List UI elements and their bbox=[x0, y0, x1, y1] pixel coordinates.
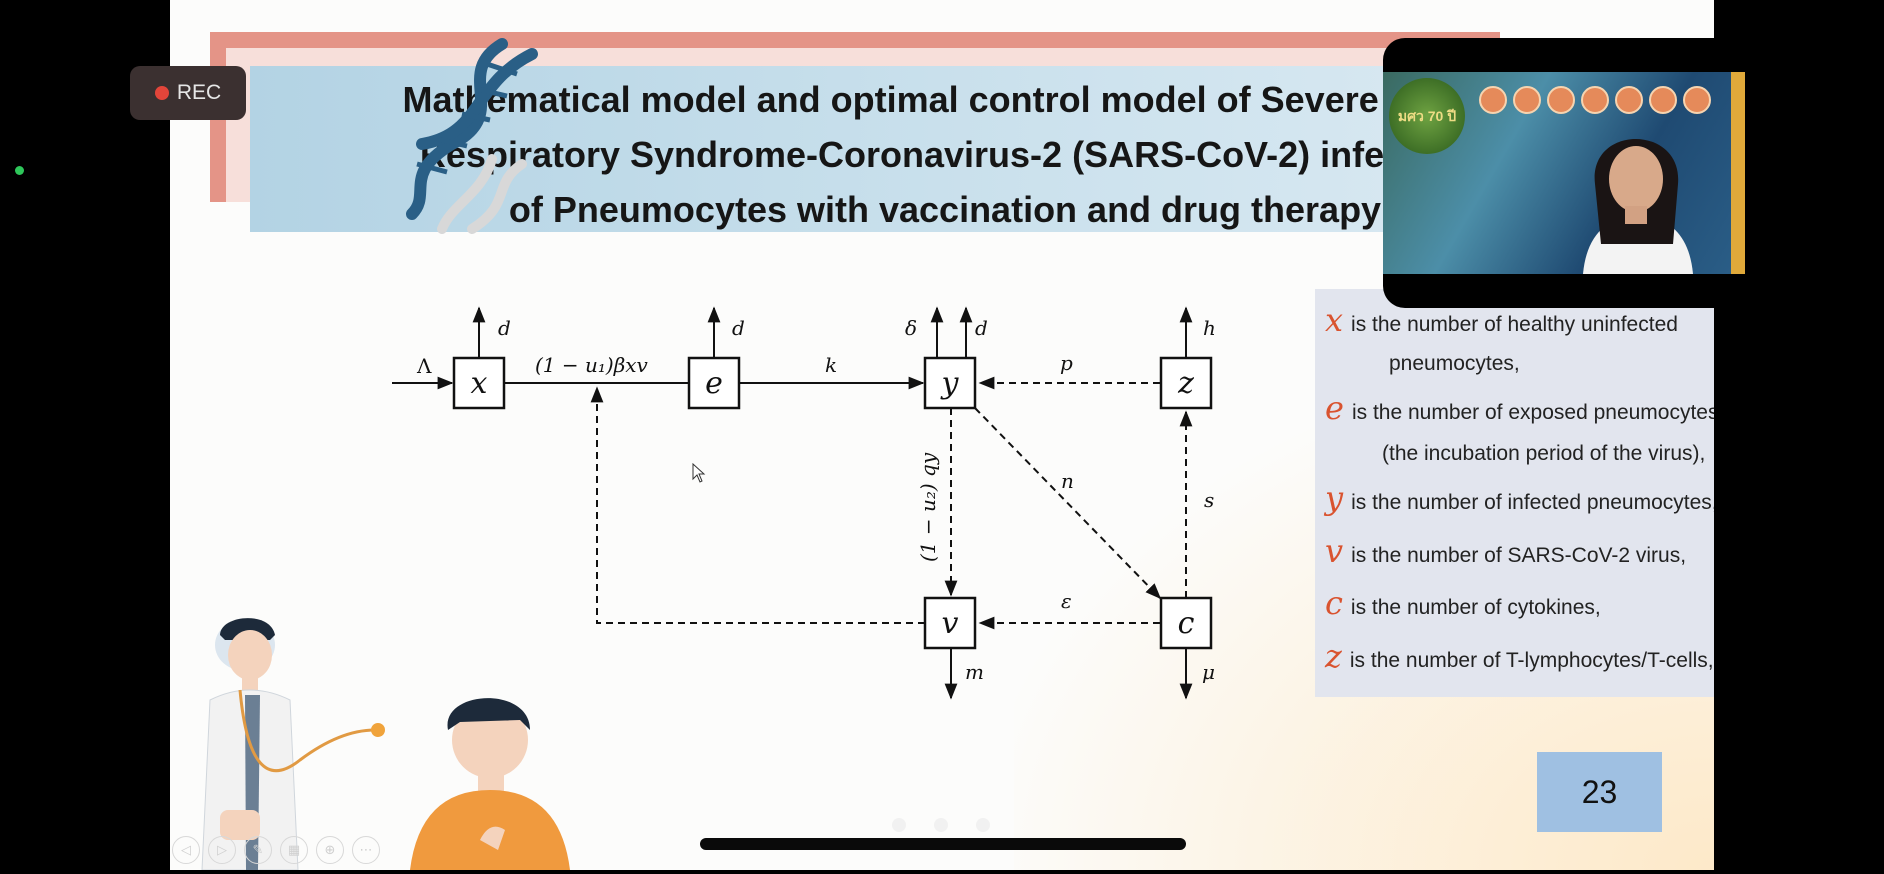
definition-text: is the number of healthy uninfected bbox=[1351, 313, 1678, 336]
patient-illustration bbox=[380, 690, 580, 874]
slide-page-dots bbox=[892, 818, 990, 832]
label-d-y: d bbox=[975, 316, 988, 340]
sponsor-logos bbox=[1479, 86, 1711, 114]
definition-continuation: pneumocytes, bbox=[1389, 352, 1520, 375]
recording-indicator[interactable]: REC bbox=[130, 66, 246, 120]
home-indicator-bar[interactable] bbox=[700, 838, 1186, 850]
node-v: v bbox=[942, 606, 959, 641]
label-epsilon: ε bbox=[1061, 589, 1072, 613]
record-dot-icon bbox=[154, 86, 169, 100]
node-c: c bbox=[1178, 606, 1195, 641]
presenter-video-icon bbox=[1543, 124, 1723, 274]
page-dot[interactable] bbox=[892, 818, 906, 832]
slide-title: Mathematical model and optimal control m… bbox=[360, 72, 1530, 237]
definition-y: y is the number of infected pneumocytes, bbox=[1325, 479, 1714, 517]
university-logo: มศว 70 ปี bbox=[1389, 78, 1465, 154]
prev-icon[interactable]: ◁ bbox=[172, 836, 200, 864]
camera-active-indicator bbox=[15, 166, 24, 175]
zoom-icon[interactable]: ⊕ bbox=[316, 836, 344, 864]
doctor-illustration bbox=[190, 610, 390, 874]
next-icon[interactable]: ▷ bbox=[208, 836, 236, 864]
node-y: y bbox=[940, 366, 960, 401]
pen-icon[interactable]: ✎ bbox=[244, 836, 272, 864]
node-x: x bbox=[471, 366, 488, 401]
dna-helix-icon bbox=[392, 34, 542, 238]
node-z: z bbox=[1177, 366, 1194, 401]
presentation-toolbar: ◁ ▷ ✎ ▦ ⊕ ⋯ bbox=[172, 836, 380, 864]
mouse-cursor-icon bbox=[692, 462, 706, 487]
compartment-diagram: x e y z v c Λ d (1 − u₁)βxv d k δ d p h … bbox=[380, 290, 1260, 714]
label-delta: δ bbox=[905, 316, 917, 340]
variable-definitions: x is the number of healthy uninfected pne… bbox=[1315, 289, 1714, 697]
label-p: p bbox=[1060, 351, 1073, 375]
label-production: (1 − u₂) qy bbox=[916, 452, 940, 562]
label-d-x: d bbox=[498, 316, 511, 340]
definition-symbol: c bbox=[1325, 584, 1343, 622]
definition-x: x is the number of healthy uninfected bbox=[1325, 301, 1678, 339]
label-s: s bbox=[1204, 488, 1214, 512]
slide-title-line: of Pneumocytes with vaccination and drug… bbox=[508, 189, 1382, 230]
grid-icon[interactable]: ▦ bbox=[280, 836, 308, 864]
label-n: n bbox=[1061, 469, 1074, 493]
page-dot[interactable] bbox=[976, 818, 990, 832]
definition-text: is the number of SARS-CoV-2 virus, bbox=[1351, 544, 1687, 567]
definition-symbol: v bbox=[1325, 532, 1344, 570]
definition-text: is the number of T-lymphocytes/T-cells, bbox=[1349, 649, 1714, 672]
definition-c: c is the number of cytokines, bbox=[1325, 584, 1601, 622]
definition-symbol: x bbox=[1325, 301, 1344, 339]
webcam-feed: มศว 70 ปี bbox=[1383, 72, 1745, 274]
definition-text: is the number of infected pneumocytes, bbox=[1351, 491, 1714, 514]
definition-z: z is the number of T-lymphocytes/T-cells, bbox=[1325, 637, 1714, 675]
page-number: 23 bbox=[1537, 752, 1662, 832]
definition-symbol: e bbox=[1325, 389, 1344, 427]
definition-symbol: y bbox=[1325, 479, 1344, 517]
slide-title-line: Mathematical model and optimal control m… bbox=[402, 79, 1488, 120]
node-e: e bbox=[705, 366, 723, 401]
definition-text: is the number of exposed pneumocytes bbox=[1351, 401, 1714, 424]
label-mu: μ bbox=[1202, 660, 1215, 684]
label-d-e: d bbox=[732, 316, 745, 340]
recording-label: REC bbox=[176, 81, 222, 104]
definition-continuation: (the incubation period of the virus), bbox=[1382, 442, 1706, 465]
definition-symbol: z bbox=[1325, 637, 1342, 675]
definition-v: v is the number of SARS-CoV-2 virus, bbox=[1325, 532, 1686, 570]
slide-title-line: Respiratory Syndrome-Coronavirus-2 (SARS… bbox=[419, 134, 1471, 175]
more-icon[interactable]: ⋯ bbox=[352, 836, 380, 864]
definition-e: e is the number of exposed pneumocytes bbox=[1325, 389, 1714, 427]
label-infection: (1 − u₁)βxv bbox=[535, 353, 649, 377]
side-banner bbox=[1731, 72, 1745, 274]
label-m: m bbox=[965, 660, 984, 684]
webcam-video-overlay[interactable]: มศว 70 ปี bbox=[1383, 38, 1745, 308]
label-lambda: Λ bbox=[416, 354, 432, 378]
page-dot[interactable] bbox=[934, 818, 948, 832]
definition-text: is the number of cytokines, bbox=[1350, 596, 1601, 619]
label-k: k bbox=[825, 353, 837, 377]
label-h: h bbox=[1203, 316, 1216, 340]
